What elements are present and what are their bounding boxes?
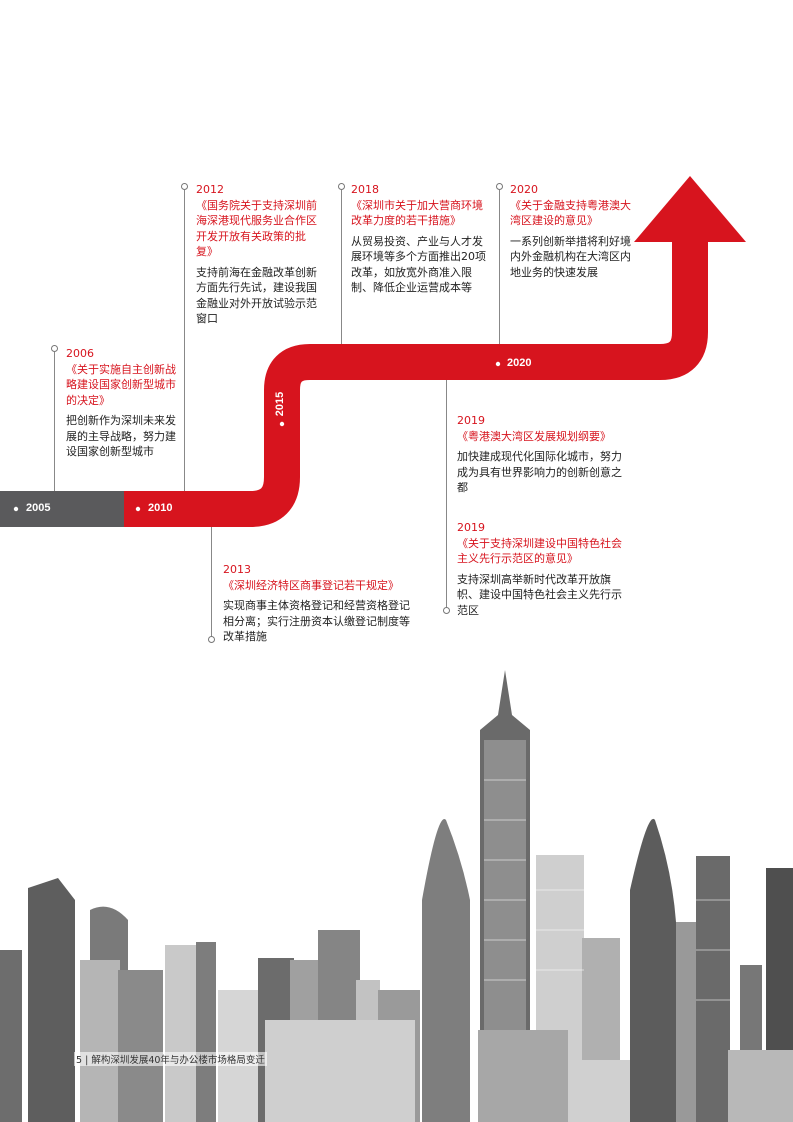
event-year: 2020 — [510, 183, 538, 196]
event-2013: 2013 《深圳经济特区商事登记若干规定》 实现商事主体资格登记和经营资格登记相… — [223, 562, 413, 645]
page-number: 5 — [76, 1055, 83, 1066]
event-desc: 把创新作为深圳未来发展的主导战略，努力建设国家创新型城市 — [66, 414, 176, 458]
event-desc: 支持前海在金融改革创新方面先行先试，建设我国金融业对外开放试验示范窗口 — [196, 265, 317, 326]
event-title: 《深圳市关于加大营商环境改革力度的若干措施》 — [351, 198, 483, 228]
event-desc: 加快建成现代化国际化城市，努力成为具有世界影响力的创新创意之都 — [457, 450, 622, 494]
year-label-2015: 2015 — [274, 391, 287, 417]
red-path — [124, 240, 708, 527]
event-desc: 一系列创新举措将利好境内外金融机构在大湾区内地业务的快速发展 — [510, 234, 631, 279]
event-title: 《关于实施自主创新战略建设国家创新型城市的决定》 — [66, 362, 176, 407]
event-desc: 从贸易投资、产业与人才发展环境等多个方面推出20项改革，如放宽外商准入限制、降低… — [351, 234, 486, 295]
pin-icon — [338, 183, 345, 190]
event-title: 《国务院关于支持深圳前海深港现代服务业合作区开发开放有关政策的批复》 — [196, 198, 317, 259]
arrow-head — [634, 176, 746, 242]
city-skyline-illustration — [0, 670, 793, 1122]
year-label-2020: 2020 — [507, 357, 532, 369]
year-label-2010: 2010 — [148, 502, 173, 514]
year-label-2005: 2005 — [26, 502, 51, 514]
event-year: 2019 — [457, 414, 485, 427]
event-title: 《粤港澳大湾区发展规划纲要》 — [457, 429, 611, 443]
event-2019-pilot: 2019 《关于支持深圳建设中国特色社会主义先行示范区的意见》 支持深圳高举新时… — [457, 520, 627, 618]
event-2006: 2006 《关于实施自主创新战略建设国家创新型城市的决定》 把创新作为深圳未来发… — [66, 346, 184, 460]
connector-line — [499, 190, 500, 344]
event-2018: 2018 《深圳市关于加大营商环境改革力度的若干措施》 从贸易投资、产业与人才发… — [351, 182, 491, 296]
event-2012: 2012 《国务院关于支持深圳前海深港现代服务业合作区开发开放有关政策的批复》 … — [196, 182, 320, 327]
event-title: 《关于金融支持粤港澳大湾区建设的意见》 — [510, 198, 631, 228]
event-desc: 支持深圳高举新时代改革开放旗帜、建设中国特色社会主义先行示范区 — [457, 572, 622, 617]
footer-title: 解构深圳发展40年与办公楼市场格局变迁 — [91, 1055, 265, 1066]
event-2019-gba: 2019 《粤港澳大湾区发展规划纲要》 加快建成现代化国际化城市，努力成为具有世… — [457, 413, 632, 496]
connector-line — [54, 352, 55, 491]
connector-line — [341, 190, 342, 344]
connector-line — [184, 190, 185, 491]
event-desc: 实现商事主体资格登记和经营资格登记相分离；实行注册资本认缴登记制度等改革措施 — [223, 599, 410, 643]
event-year: 2018 — [351, 183, 379, 196]
pin-icon — [51, 345, 58, 352]
pin-icon — [496, 183, 503, 190]
connector-line — [211, 527, 212, 637]
event-year: 2019 — [457, 521, 485, 534]
event-2020: 2020 《关于金融支持粤港澳大湾区建设的意见》 一系列创新举措将利好境内外金融… — [510, 182, 634, 280]
event-year: 2012 — [196, 183, 224, 196]
gray-band — [0, 491, 124, 527]
connector-line — [446, 380, 447, 610]
pin-icon — [443, 607, 450, 614]
page-footer: 5 | 解构深圳发展40年与办公楼市场格局变迁 — [74, 1052, 267, 1066]
event-year: 2006 — [66, 347, 94, 360]
event-title: 《深圳经济特区商事登记若干规定》 — [223, 578, 399, 592]
pin-icon — [208, 636, 215, 643]
event-title: 《关于支持深圳建设中国特色社会主义先行示范区的意见》 — [457, 536, 622, 566]
pin-icon — [181, 183, 188, 190]
event-year: 2013 — [223, 563, 251, 576]
